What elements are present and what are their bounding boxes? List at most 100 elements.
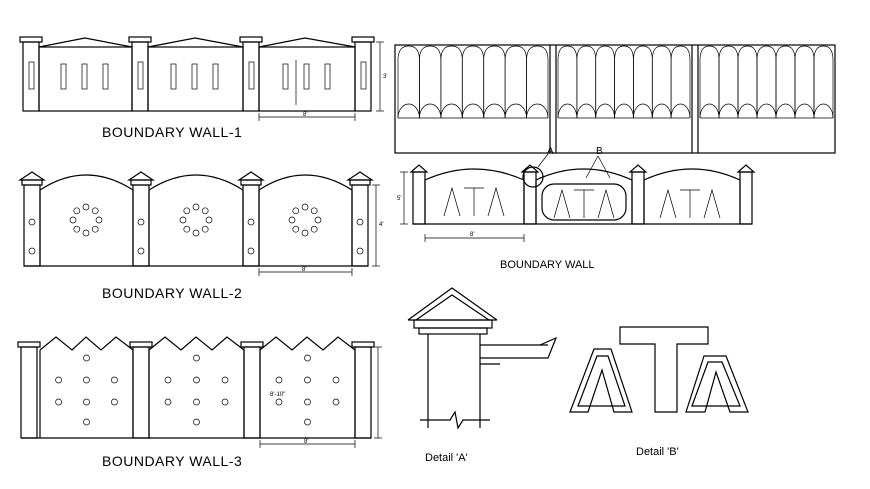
fence-picket xyxy=(699,45,720,118)
picket-arch xyxy=(756,103,777,119)
wall3-dot xyxy=(55,376,62,384)
boundary-wall-2-title: BOUNDARY WALL-2 xyxy=(102,285,242,301)
rosette-dot xyxy=(179,216,187,224)
rosette-dot xyxy=(192,229,200,237)
rosette-dot xyxy=(69,216,77,224)
detail-b: Detail 'B' xyxy=(569,326,749,458)
letter-a xyxy=(553,188,571,219)
wall3-dot xyxy=(193,418,200,426)
wall3-dot xyxy=(193,376,200,384)
fence-picket xyxy=(397,45,420,118)
detail-a-title: Detail 'A' xyxy=(425,452,468,464)
rosette-dot xyxy=(91,225,99,233)
boundary-wall-2: 8' 4' BOUNDARY WALL-2 xyxy=(18,171,383,301)
wall3-dot-pattern xyxy=(55,354,340,426)
letter-a xyxy=(659,188,677,219)
wall3-dot xyxy=(164,376,172,384)
wall1-height-dimension: 3' xyxy=(383,74,387,80)
picket-arch xyxy=(813,103,834,119)
wall3-dot xyxy=(304,418,311,426)
wall3-dot xyxy=(221,398,229,406)
boundary-wall-ata: A B 8' 5' BOUNDARY WALL xyxy=(397,146,756,271)
letter-lambda xyxy=(487,186,505,217)
wall3-span-dimension: 8' xyxy=(304,439,308,445)
fence-pickets xyxy=(397,45,834,119)
wall3-dot xyxy=(332,398,340,406)
picket-arch xyxy=(504,103,527,119)
rosette-dot xyxy=(201,207,209,215)
wall4-height-dimension: 5' xyxy=(397,196,401,202)
letter-lambda xyxy=(597,188,615,219)
wall3-dot xyxy=(193,354,200,362)
fence-picket xyxy=(794,45,815,118)
fence-picket xyxy=(483,45,506,118)
rosette-dot xyxy=(314,216,322,224)
wall3-dot xyxy=(332,376,340,384)
detail-b-marker: B xyxy=(596,146,603,157)
picket-arch xyxy=(461,103,485,119)
rosette-dot xyxy=(288,216,296,224)
picket-arch xyxy=(614,103,634,119)
wall3-dot xyxy=(83,398,90,406)
boundary-wall-title: BOUNDARY WALL xyxy=(500,259,595,271)
boundary-wall-3-title: BOUNDARY WALL-3 xyxy=(102,453,242,469)
fence-picket xyxy=(461,45,485,118)
picket-arch xyxy=(557,103,578,119)
boundary-wall-3: 8' 8'-10" BOUNDARY WALL-3 xyxy=(17,336,382,469)
wall3-dot xyxy=(111,398,118,406)
detail-b-title: Detail 'B' xyxy=(636,446,679,458)
picket-arch xyxy=(718,103,739,119)
fence-picket xyxy=(504,45,527,118)
picket-arch xyxy=(440,103,463,119)
wall3-dot xyxy=(164,398,172,406)
fence-picket xyxy=(718,45,739,118)
rosette-dot xyxy=(183,225,191,233)
wall3-dot xyxy=(83,418,90,426)
fence-picket xyxy=(440,45,463,118)
detail-a-marker: A xyxy=(547,146,554,157)
rosette-dot xyxy=(82,229,90,237)
wall1-span-dimension: 8' xyxy=(303,112,307,118)
picket-arch xyxy=(737,103,758,119)
wall3-height-dimension: 8'-10" xyxy=(270,392,285,398)
wall3-dot xyxy=(83,354,90,362)
fence-picket xyxy=(614,45,634,118)
wall3-dot xyxy=(304,354,311,362)
letter-a xyxy=(443,186,461,217)
rosette-dot xyxy=(205,216,213,224)
wall3-dot xyxy=(304,398,311,406)
detail-a: Detail 'A' xyxy=(407,287,558,464)
rosette-dot xyxy=(82,203,90,211)
boundary-wall-1: 8' 3' BOUNDARY WALL-1 xyxy=(19,36,387,140)
fence-picket xyxy=(633,45,653,118)
letter-lambda xyxy=(703,188,721,219)
rosette-dot xyxy=(310,225,318,233)
decorative-rosettes xyxy=(69,203,322,237)
boundary-wall-1-title: BOUNDARY WALL-1 xyxy=(102,124,242,140)
rosette-dot xyxy=(301,203,309,211)
wall3-dot xyxy=(55,398,62,406)
rosette-dot xyxy=(292,225,300,233)
ata-letter-motifs xyxy=(443,186,721,219)
wall3-dot xyxy=(193,398,200,406)
fence-picket xyxy=(670,45,691,118)
rosette-dot xyxy=(301,229,309,237)
picket-arch xyxy=(483,103,506,119)
picket-arch xyxy=(699,103,720,119)
wall3-dot xyxy=(83,376,90,384)
wall3-dot xyxy=(304,376,311,384)
fence-picket xyxy=(595,45,615,118)
picket-arch xyxy=(576,103,597,119)
wall3-dot xyxy=(111,376,118,384)
wall2-height-dimension: 4' xyxy=(379,222,383,228)
fence-picket xyxy=(576,45,597,118)
wall2-span-dimension: 8' xyxy=(302,267,306,273)
picket-arch xyxy=(670,103,691,119)
rosette-dot xyxy=(95,216,103,224)
rosette-dot xyxy=(201,225,209,233)
fence-picket xyxy=(419,45,442,118)
picket-arch xyxy=(794,103,815,119)
fence-picket xyxy=(526,45,549,118)
picket-arch xyxy=(526,103,549,119)
fence-picket xyxy=(651,45,672,118)
